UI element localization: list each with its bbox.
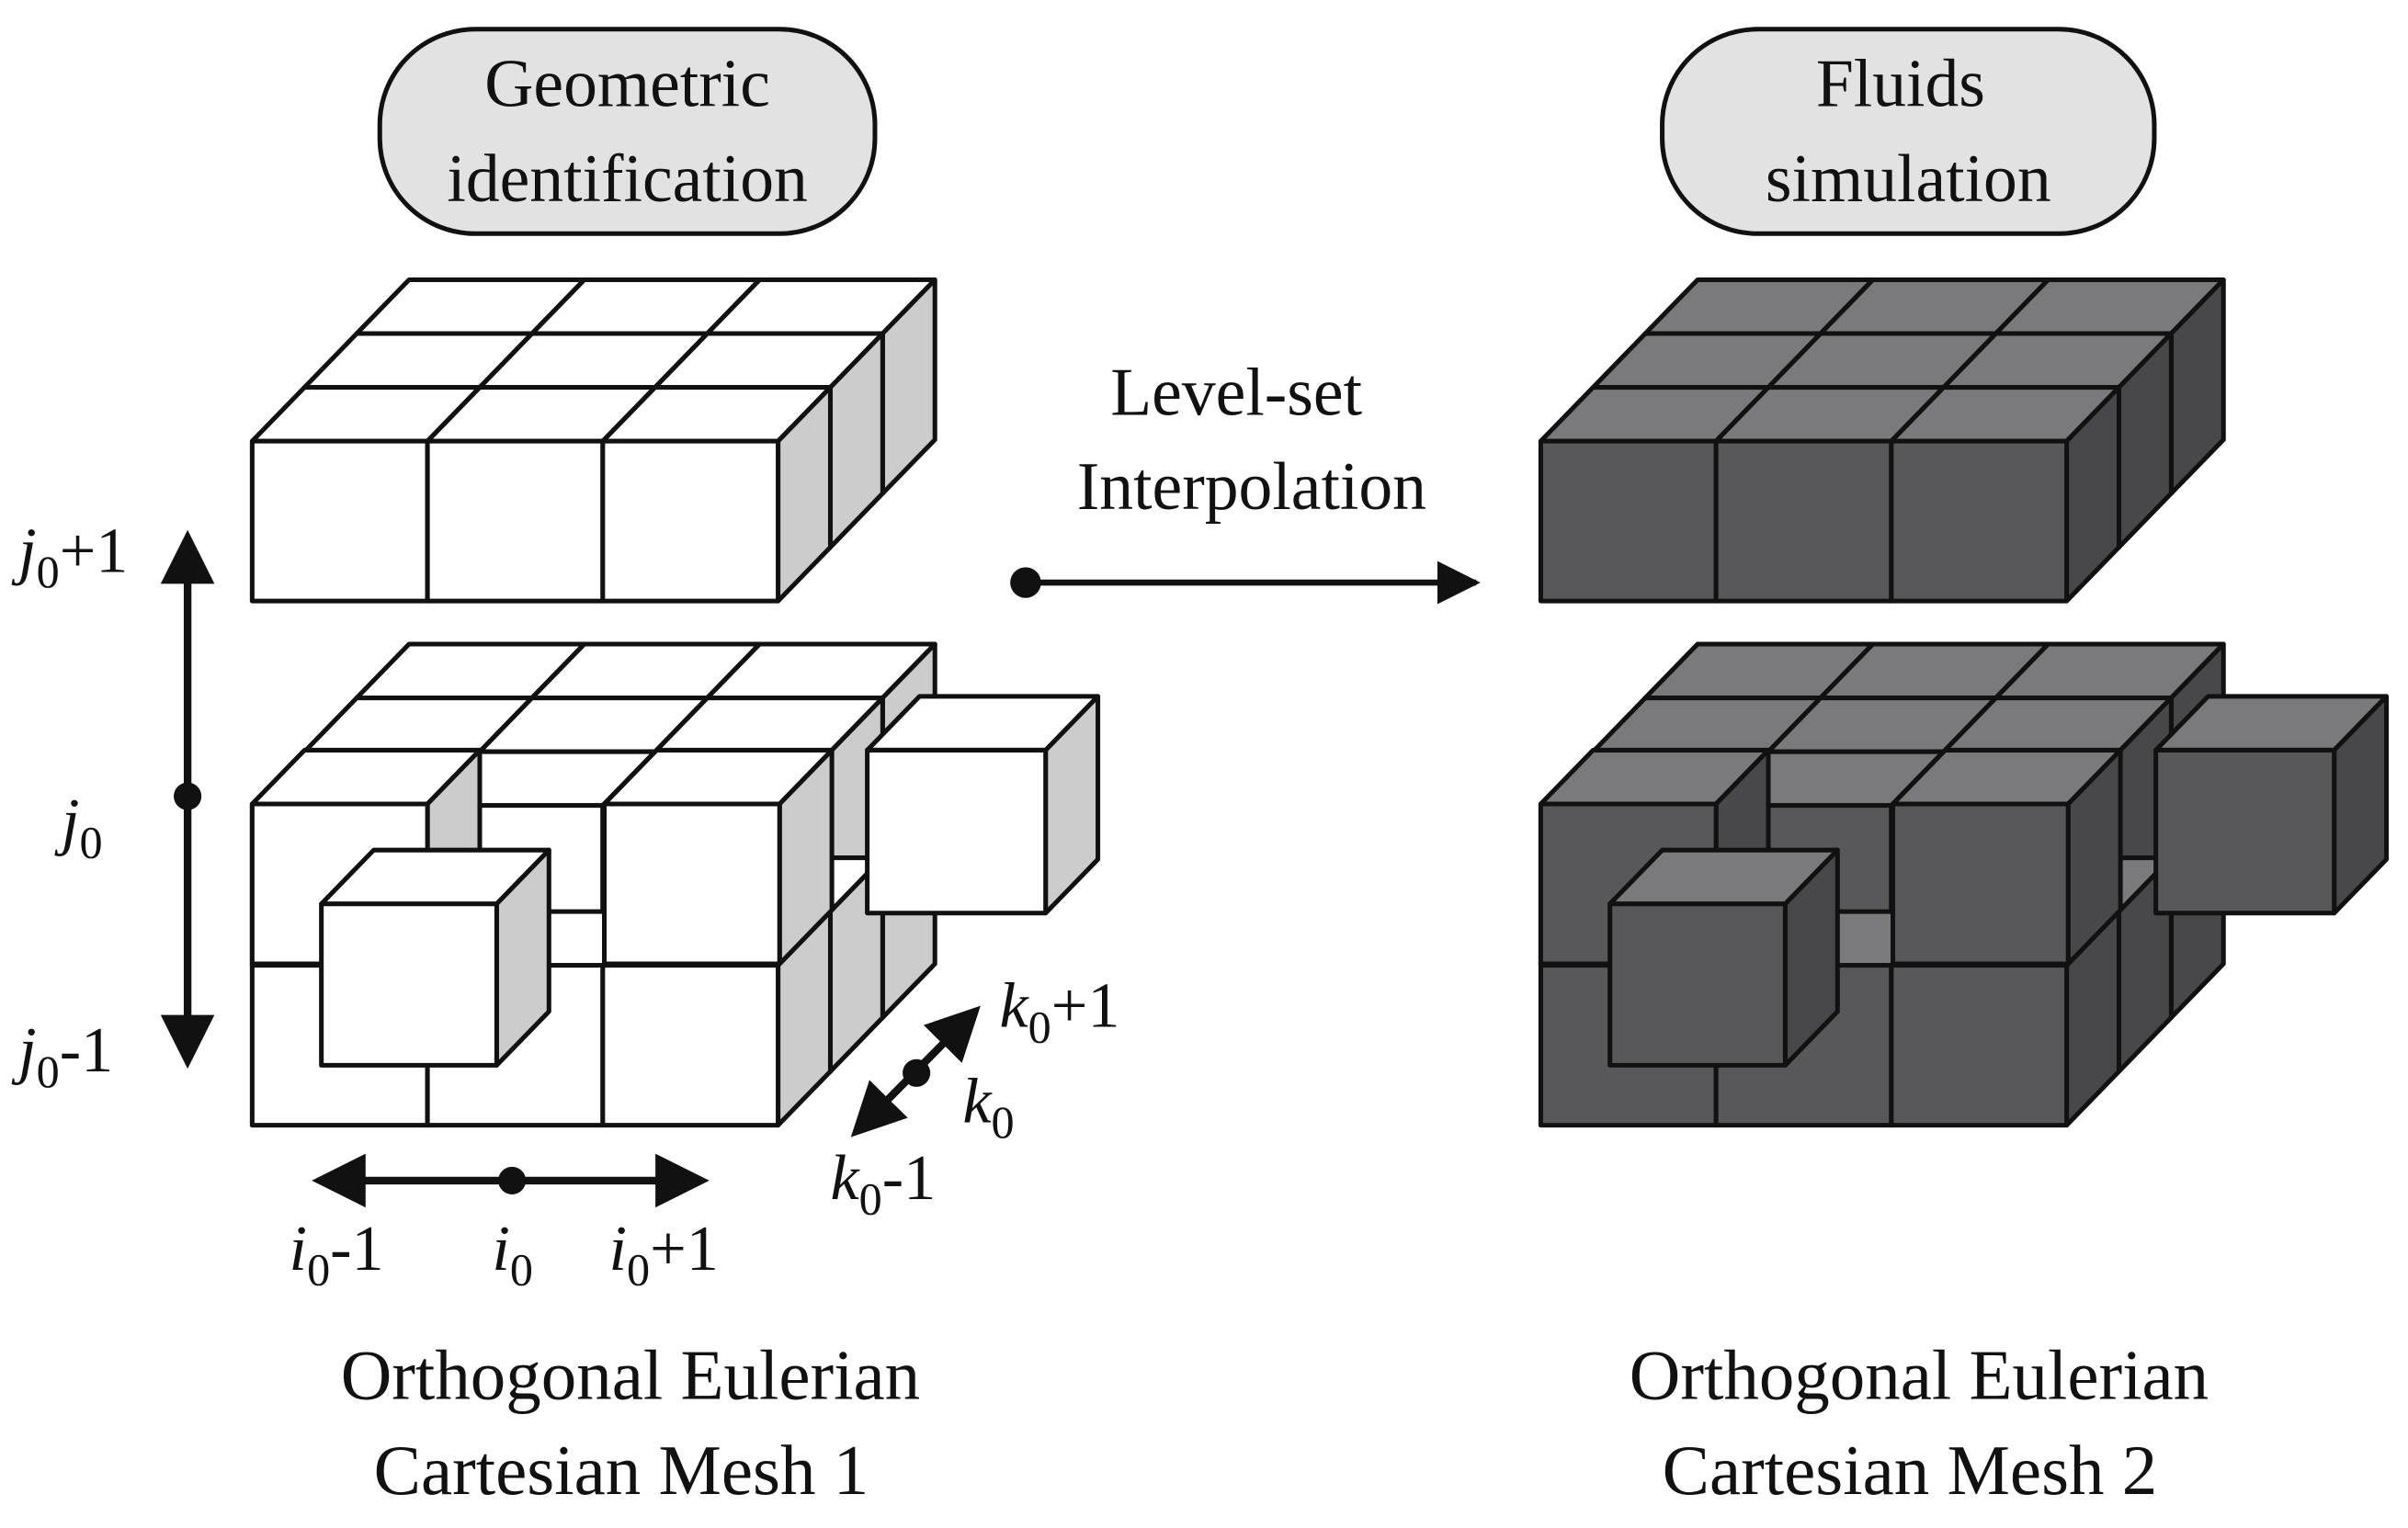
caption-line-1: Orthogonal Eulerian bbox=[1630, 1335, 2209, 1414]
geometric-identification-bubble: Geometric identification bbox=[377, 27, 878, 236]
mesh1-shifted-cube bbox=[865, 694, 1101, 916]
i-left-label: i0-1 bbox=[290, 1213, 384, 1296]
bubble-line-1: Geometric bbox=[484, 45, 770, 120]
k-lower-label: k0-1 bbox=[830, 1142, 936, 1225]
caption-line-2: Cartesian Mesh 2 bbox=[1663, 1431, 2158, 1510]
mesh1-upper-cell bbox=[600, 385, 833, 604]
i-mid-label: i0 bbox=[492, 1213, 533, 1296]
j-upper-label: j0+1 bbox=[11, 515, 128, 597]
mesh1-protrude-front-right bbox=[601, 747, 835, 967]
right-panel: Fluids simulation Orthogonal Eulerian Ca… bbox=[1538, 27, 2390, 1510]
i-axis: i0-1 i0 i0+1 bbox=[290, 1153, 719, 1296]
bubble-line-1: Fluids bbox=[1816, 45, 1985, 120]
mesh2-protrude-front-right bbox=[1891, 747, 2123, 967]
mesh-1-top-layer bbox=[249, 277, 937, 604]
mesh-1-caption: Orthogonal Eulerian Cartesian Mesh 1 bbox=[341, 1335, 920, 1510]
mesh2-shifted-cube bbox=[2153, 694, 2390, 916]
caption-line-2: Cartesian Mesh 1 bbox=[374, 1431, 869, 1510]
k-mid-label: k0 bbox=[962, 1065, 1014, 1148]
level-set-interpolation-arrow: Level-set Interpolation bbox=[1010, 355, 1481, 605]
mesh2-displaced-cube bbox=[1607, 847, 1840, 1068]
mesh-2-bottom-layer bbox=[1538, 641, 2390, 1128]
j-mid-label: j0 bbox=[54, 786, 103, 868]
mesh2-upper-cell bbox=[1889, 385, 2121, 604]
mesh-2-top-layer bbox=[1538, 277, 2226, 604]
i-right-label: i0+1 bbox=[609, 1213, 719, 1296]
j-axis: j0+1 j0 j0-1 bbox=[11, 515, 215, 1097]
bubble-line-2: simulation bbox=[1766, 141, 2051, 216]
mesh-1-bottom-layer bbox=[249, 641, 1101, 1128]
arrow-label-line-1: Level-set bbox=[1110, 355, 1362, 430]
k-upper-label: k0+1 bbox=[999, 970, 1119, 1053]
k-axis: k0+1 k0 k0-1 bbox=[830, 970, 1119, 1225]
bubble-line-2: identification bbox=[447, 141, 807, 216]
mesh-2-caption: Orthogonal Eulerian Cartesian Mesh 2 bbox=[1630, 1335, 2209, 1510]
caption-line-1: Orthogonal Eulerian bbox=[341, 1335, 920, 1414]
arrow-label-line-2: Interpolation bbox=[1077, 448, 1426, 524]
j-lower-label: j0-1 bbox=[11, 1014, 113, 1097]
left-panel: Geometric identification j0+1 j0 j0-1 i0… bbox=[11, 27, 1120, 1510]
mesh1-displaced-cube bbox=[319, 847, 551, 1068]
fluids-simulation-bubble: Fluids simulation bbox=[1660, 27, 2157, 236]
